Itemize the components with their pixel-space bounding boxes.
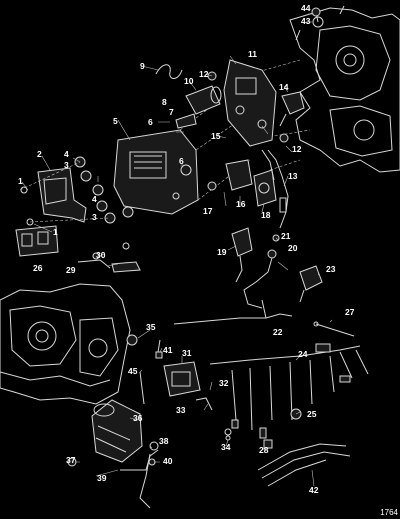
engine-block-lower [0, 283, 131, 405]
callout-8: 8 [162, 97, 167, 107]
callout-42: 42 [309, 485, 319, 495]
callout-5: 5 [113, 116, 118, 126]
clip-and-coil [155, 64, 222, 129]
callout-6: 6 [148, 117, 153, 127]
callout-3b: 3 [92, 212, 97, 222]
callout-45: 45 [128, 366, 138, 376]
callout-35: 35 [146, 322, 156, 332]
bracket-assembly [15, 156, 134, 257]
figure-id: 1764 [380, 508, 398, 517]
callout-2: 2 [37, 149, 42, 159]
callout-19: 19 [217, 247, 227, 257]
callout-24: 24 [298, 349, 308, 359]
callout-13: 13 [288, 171, 298, 181]
ecm-module [113, 129, 199, 215]
relay-and-fuses [126, 334, 201, 405]
starter-motor [67, 399, 159, 509]
callout-32: 32 [219, 378, 229, 388]
callout-36: 36 [133, 413, 143, 423]
sensor-14 [279, 91, 305, 127]
callout-20: 20 [288, 243, 298, 253]
callout-28: 28 [259, 445, 269, 455]
leader-lines [21, 13, 333, 487]
callout-29: 29 [66, 265, 76, 275]
callout-1: 1 [18, 176, 23, 186]
callout-15: 15 [211, 131, 221, 141]
callout-1b: 1 [53, 227, 58, 237]
callout-30: 30 [96, 250, 106, 260]
harness-22 [173, 227, 355, 337]
callout-12: 12 [199, 69, 209, 79]
sensor-29 [77, 242, 141, 273]
callout-14: 14 [279, 82, 289, 92]
battery-cable-42 [225, 435, 351, 487]
mounting-plate [207, 59, 289, 147]
wire-harness-24 [195, 343, 369, 439]
callout-25: 25 [307, 409, 317, 419]
callout-6b: 6 [179, 156, 184, 166]
callout-40: 40 [163, 456, 173, 466]
callout-4: 4 [64, 149, 69, 159]
callout-41: 41 [163, 345, 173, 355]
callout-33: 33 [176, 405, 186, 415]
engine-block-upper [289, 5, 400, 173]
callout-44: 44 [301, 3, 311, 13]
callout-10: 10 [184, 76, 194, 86]
callout-21: 21 [281, 231, 291, 241]
callout-34: 34 [221, 442, 231, 452]
callout-12b: 12 [292, 144, 302, 154]
callout-37: 37 [66, 455, 76, 465]
callout-39: 39 [97, 473, 107, 483]
callout-11: 11 [248, 49, 257, 59]
callout-38: 38 [159, 436, 169, 446]
callout-7: 7 [169, 107, 174, 117]
callout-23: 23 [326, 264, 336, 274]
callout-3: 3 [64, 160, 69, 170]
callout-16: 16 [236, 199, 246, 209]
callout-4b: 4 [92, 194, 97, 204]
callout-26: 26 [33, 263, 43, 273]
callout-22: 22 [273, 327, 283, 337]
ignition-coils [207, 149, 289, 229]
callout-17: 17 [203, 206, 213, 216]
callout-9: 9 [140, 61, 145, 71]
mounting-guide-lines [19, 59, 311, 223]
callout-27: 27 [345, 307, 355, 317]
callout-43: 43 [301, 16, 311, 26]
callout-18: 18 [261, 210, 271, 220]
callout-31: 31 [182, 348, 192, 358]
